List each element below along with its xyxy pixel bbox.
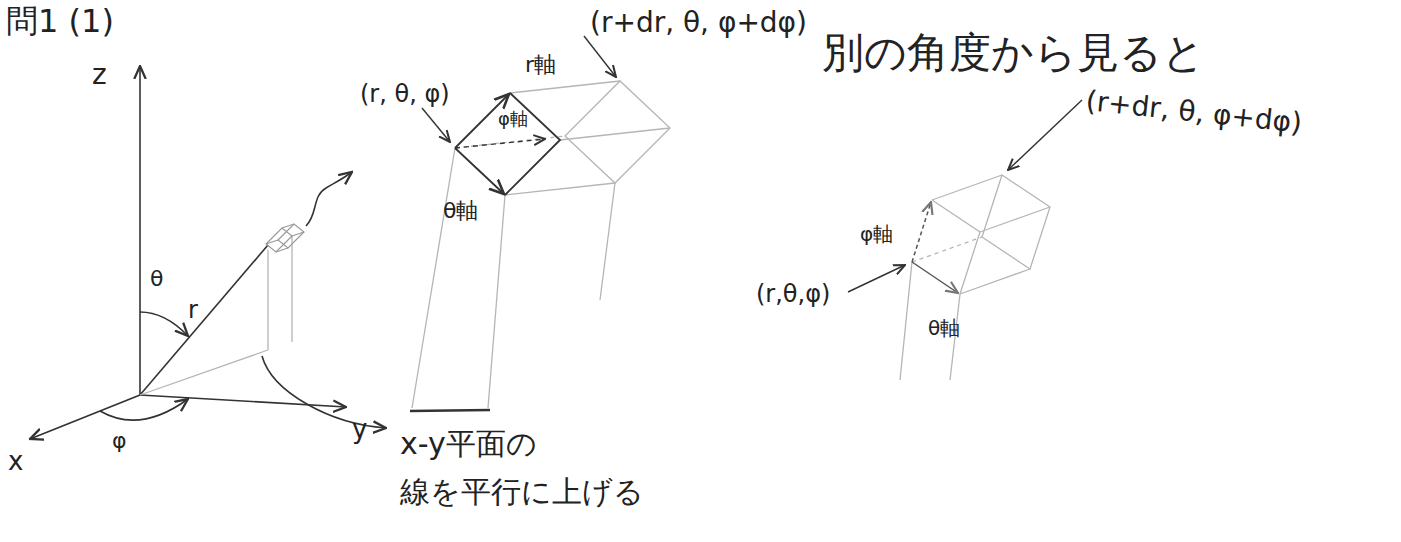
phi-axis-arrow: [912, 202, 931, 262]
axis-label: r軸: [525, 52, 556, 78]
theta-arc: [140, 312, 188, 336]
other-view: [848, 100, 1082, 380]
theta-axis-arrow: [912, 262, 958, 293]
back-face: [565, 81, 670, 183]
drop-line: [488, 195, 505, 408]
leader-line: [1008, 100, 1082, 170]
axes: [30, 66, 346, 439]
projection-line: [267, 250, 268, 350]
coordinate-label: (r,θ,φ): [756, 280, 830, 309]
element-edge: [912, 237, 982, 262]
axis-label: θ軸: [443, 198, 478, 224]
drop-line: [412, 148, 455, 408]
element-edge: [266, 224, 304, 252]
axis-label: φ軸: [860, 222, 893, 246]
coordinate-label: (r, θ, φ): [360, 80, 450, 109]
phi-arc: [100, 399, 188, 420]
radius-line: [140, 245, 268, 395]
magnify-arrow: [306, 172, 352, 226]
back-face: [982, 175, 1050, 269]
axis-label: θ軸: [928, 316, 960, 340]
note-text: x-y平面の 線を平行に上げる: [400, 420, 730, 516]
length-label: r: [188, 296, 198, 325]
leader-line: [848, 265, 905, 292]
projection-line: [140, 350, 268, 395]
y-axis: [140, 395, 346, 407]
z-axis: [139, 66, 141, 395]
element-edge: [505, 81, 670, 195]
angle-label: φ: [112, 428, 127, 454]
drop-line: [600, 183, 615, 300]
small-element: [266, 224, 304, 252]
plane-segment: [410, 410, 490, 411]
phi-axis-arrow: [455, 139, 545, 148]
projection-line: [291, 236, 292, 342]
drop-line: [900, 262, 912, 380]
leader-line: [584, 36, 616, 77]
axis-name: x: [8, 446, 23, 477]
theta-axis-arrow: [455, 148, 504, 194]
axis-label: φ軸: [498, 108, 528, 130]
coordinate-label: (r+dr, θ, φ+dφ): [1084, 84, 1303, 140]
angle-label: θ: [150, 266, 163, 292]
element-edge: [455, 136, 565, 148]
coordinate-label: (r+dr, θ, φ+dφ): [590, 6, 807, 40]
axis-name: z: [92, 58, 107, 92]
note-heading: 別の角度から見ると: [822, 28, 1205, 78]
element-edge: [932, 175, 1050, 294]
question-title: 問1 (1): [6, 2, 114, 40]
pointer-arrow: [262, 356, 386, 428]
axis-name: y: [352, 414, 367, 445]
leader-line: [422, 108, 450, 142]
